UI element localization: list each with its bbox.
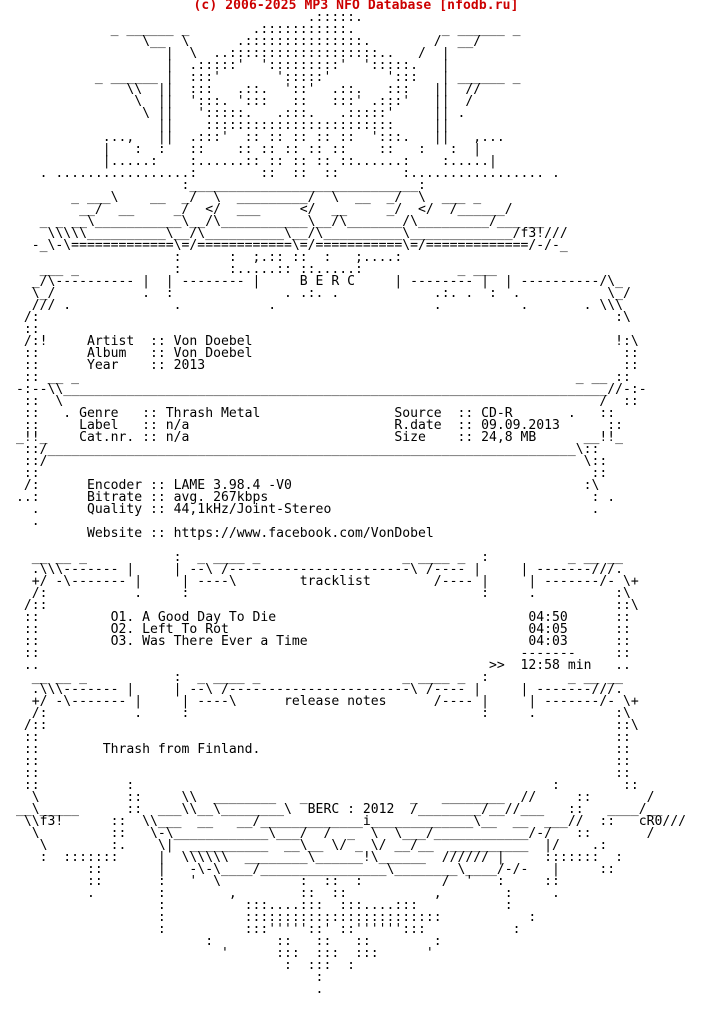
ascii-art-bottom: :: : : :: \ :: \\ ________ _ _ ________ … <box>16 778 687 997</box>
genre-block: :: . Genre :: Thrash Metal Source :: CD-… <box>16 406 623 445</box>
nfo-document: .:::::. _ ______ _ .:::::::::::. _ _____… <box>16 10 687 997</box>
divider-middle: ::/_____________________________________… <box>23 442 608 481</box>
release-notes-text: :: Thrash from Finland. :: :: :: :: <box>23 742 631 781</box>
track-list: :: O1. A Good Day To Die 04:50 :: :: O2.… <box>23 610 631 673</box>
site-header[interactable]: (c) 2006-2025 MP3 NFO Database [nfodb.ru… <box>193 0 519 13</box>
encoder-block: /: Encoder :: LAME 3.98.4 -V0 :\ ..: Bit… <box>16 478 616 541</box>
tracklist-heading-box: __ __ _ : _ ____ _ _ ____ _ : _ __ __ .\… <box>23 550 639 613</box>
artist-block: /:! Artist :: Von Doebel !:\ :: Album ::… <box>23 334 639 373</box>
ascii-art-top: .:::::. _ ______ _ .:::::::::::. _ _____… <box>23 10 631 337</box>
divider-top: :: __ _ _ __ :: -:--\\__________________… <box>16 370 647 409</box>
release-notes-heading-box: __ __ _ : _ ____ _ _ ____ _ : _ __ __ .\… <box>23 670 639 745</box>
